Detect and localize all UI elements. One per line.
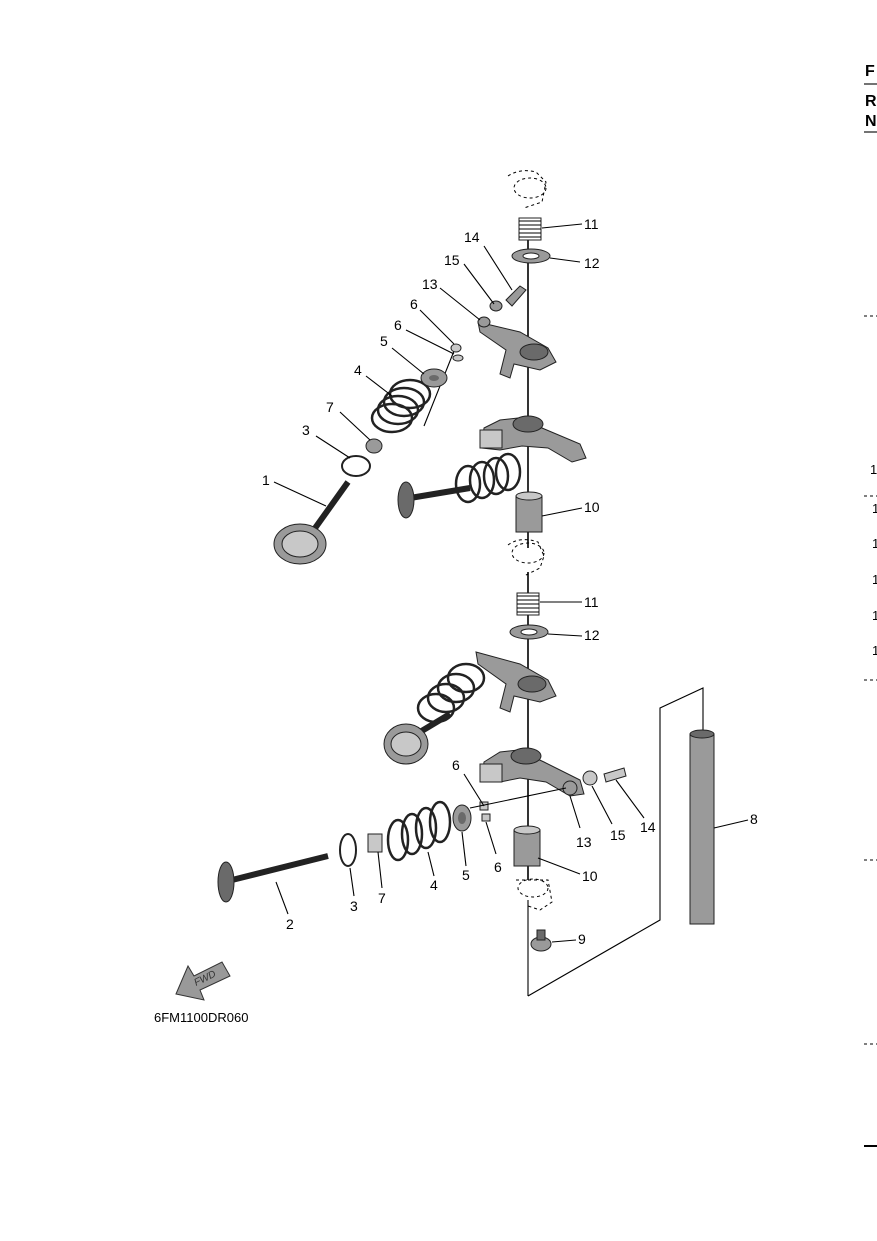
callout-6-upper-a: 6 [410, 296, 418, 312]
middle-retainer-outline [507, 539, 545, 577]
washer-12-upper [511, 248, 551, 264]
rocker-arm-lower-1 [475, 651, 557, 713]
callout-15-lower: 15 [610, 827, 626, 843]
callout-9: 9 [578, 931, 586, 947]
callout-11-lower: 11 [584, 594, 599, 610]
callout-14-upper: 14 [464, 229, 480, 245]
callout-6-upper-b: 6 [394, 317, 402, 333]
edge-number-4: 1 [872, 572, 877, 587]
valve-lower-assembled [383, 711, 452, 765]
spring-11-upper [518, 217, 542, 241]
callout-2: 2 [286, 916, 294, 932]
valve-mid-assembled [397, 481, 471, 519]
callout-7-upper: 7 [326, 399, 334, 415]
callout-11-upper: 11 [584, 216, 599, 232]
valve-1 [273, 480, 351, 565]
edge-letter-n: N [865, 113, 877, 130]
callout-15-upper: 15 [444, 252, 460, 268]
callout-14-lower: 14 [640, 819, 656, 835]
rocker-arm-lower-2 [479, 747, 585, 797]
adjuster-13-14-15-lower [562, 767, 627, 796]
callout-10-lower: 10 [582, 868, 598, 884]
callout-13-lower: 13 [576, 834, 592, 850]
seal-3-upper [341, 455, 371, 477]
edge-number-3: 1 [872, 536, 877, 551]
edge-number-1: 1 [870, 462, 877, 477]
callout-8: 8 [750, 811, 758, 827]
callout-6-lower-a: 6 [452, 757, 460, 773]
tappet-10-lower [513, 825, 541, 867]
callout-4-lower: 4 [430, 877, 438, 893]
valve-2 [217, 853, 329, 903]
callout-7-lower: 7 [378, 890, 386, 906]
edge-number-5: 1 [872, 608, 877, 623]
spring-11-lower [516, 592, 540, 616]
callout-4-upper: 4 [354, 362, 362, 378]
callout-6-lower-b: 6 [494, 859, 502, 875]
adjuster-13-14-15-upper [477, 285, 527, 328]
bolt-9 [530, 929, 552, 952]
valve-spring-lower-assembled [416, 662, 486, 724]
cap-7-lower [367, 833, 383, 853]
edge-number-6: 1 [872, 643, 877, 658]
edge-letter-f: F [865, 63, 875, 80]
seal-3-lower [339, 833, 357, 867]
edge-letter-r: R [865, 93, 877, 110]
retainer-5-upper [420, 368, 448, 388]
edge-number-2: 1 [872, 501, 877, 516]
washer-12-lower [509, 624, 549, 640]
valve-spring-4-lower [386, 800, 452, 862]
callout-3-upper: 3 [302, 422, 310, 438]
rocker-arm-upper-2 [479, 415, 587, 463]
tappet-10-upper [515, 491, 543, 533]
valve-spring-mid [454, 452, 522, 504]
rocker-arm-upper-1 [477, 321, 557, 379]
lower-retainer-outline [516, 878, 553, 911]
callout-3-lower: 3 [350, 898, 358, 914]
callout-12-upper: 12 [584, 255, 600, 271]
retainer-5-lower [452, 804, 472, 832]
cap-7-upper [365, 438, 383, 454]
fwd-arrow-icon: FWD [175, 961, 231, 1001]
figure-code: 6FM1100DR060 [154, 1010, 248, 1025]
callout-13-upper: 13 [422, 276, 438, 292]
callout-12-lower: 12 [584, 627, 600, 643]
callout-10-upper: 10 [584, 499, 600, 515]
callout-5-lower: 5 [462, 867, 470, 883]
right-edge-fragments: F R N 1 1 1 1 1 1 [864, 63, 877, 1147]
leader-lines [273, 223, 749, 943]
callout-5-upper: 5 [380, 333, 388, 349]
upper-retainer-outline [507, 170, 547, 209]
callout-1: 1 [262, 472, 270, 488]
cotter-6-parts [450, 343, 491, 822]
push-rod-8 [689, 729, 715, 925]
callout-labels: 11 12 14 15 13 6 6 5 4 7 3 1 10 11 12 8 … [262, 216, 758, 947]
